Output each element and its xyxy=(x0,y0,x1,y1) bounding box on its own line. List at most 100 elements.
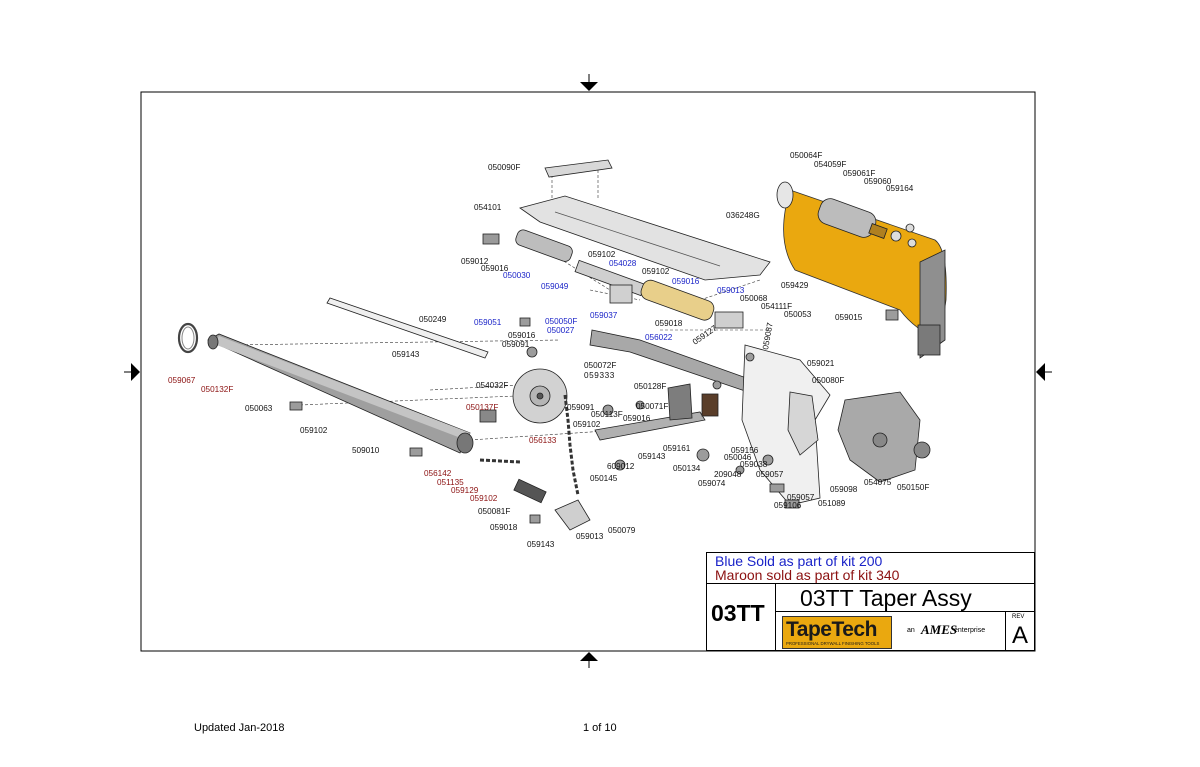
title-cell: 03TT Taper Assy xyxy=(775,583,1035,612)
drawing-id: 03TT xyxy=(711,600,765,626)
part-label: 059127 xyxy=(691,323,719,346)
part-label: 050081F xyxy=(478,507,510,516)
part-label: 059091 xyxy=(502,340,530,349)
part-label: 059098 xyxy=(830,485,858,494)
part-label: 059016 xyxy=(508,331,536,340)
part-label: 059021 xyxy=(807,359,835,368)
part-shaft-050030 xyxy=(515,229,573,262)
part-brass-roller xyxy=(640,279,715,321)
arrow-bottom-icon xyxy=(580,652,598,661)
part-label: 059049 xyxy=(541,282,569,291)
part-label: 050046 xyxy=(724,453,752,462)
part-label: 059429 xyxy=(781,281,809,290)
arrow-top-icon xyxy=(580,82,598,91)
alignment-arrows xyxy=(124,74,1052,668)
fasteners xyxy=(289,309,899,524)
rev-cell: REV A xyxy=(1005,611,1035,651)
part-label: 050030 xyxy=(503,271,531,280)
part-label: 059038 xyxy=(740,460,768,469)
drawing-frame xyxy=(140,91,1036,652)
part-label: 036248G xyxy=(726,211,760,220)
logo-text: TapeTech xyxy=(786,618,877,641)
part-chain-050145 xyxy=(563,394,580,496)
part-label: 059016 xyxy=(623,414,651,423)
part-label: 059013 xyxy=(717,286,745,295)
part-label: 209048 xyxy=(714,470,742,479)
part-label: 059061F xyxy=(843,169,875,178)
part-label: 059129 xyxy=(451,486,479,495)
part-label: 051135 xyxy=(437,478,464,487)
assembly-lines xyxy=(229,170,770,441)
part-label: 059087 xyxy=(761,321,775,350)
part-label: 059016 xyxy=(672,277,700,286)
logo-an: an xyxy=(907,627,915,634)
part-label: 059057 xyxy=(787,493,815,502)
part-label: 050063 xyxy=(245,404,273,413)
part-label: 059018 xyxy=(655,319,683,328)
part-label: 059051 xyxy=(474,318,502,327)
part-label: 050053 xyxy=(784,310,812,319)
arrow-right-icon xyxy=(1036,363,1045,381)
part-label: 054028 xyxy=(609,259,637,268)
part-label: 050072F xyxy=(584,361,616,370)
part-label: 050068 xyxy=(740,294,768,303)
part-block-050050F xyxy=(609,284,633,304)
part-label: 051089 xyxy=(818,499,846,508)
rev-label: REV xyxy=(1012,614,1025,620)
part-top-block xyxy=(544,159,613,178)
parts-illustration xyxy=(177,159,947,531)
part-label: 050079 xyxy=(608,526,636,535)
ames-logo: AMES xyxy=(921,622,958,637)
part-label: 054075 xyxy=(864,478,892,487)
part-label: 509010 xyxy=(352,446,380,455)
logo-tagline: PROFESSIONAL DRYWALL FINISHING TOOLS xyxy=(786,641,880,646)
part-label: 050113F xyxy=(591,410,623,419)
part-cap-050064F xyxy=(776,181,794,209)
part-label: 059067 xyxy=(168,376,196,385)
part-label: 059143 xyxy=(638,452,666,461)
part-label: 059161 xyxy=(663,444,691,453)
part-label: 050064F xyxy=(790,151,822,160)
logo-cell: TapeTech PROFESSIONAL DRYWALL FINISHING … xyxy=(775,611,1006,651)
note-maroon-kit: Maroon sold as part of kit 340 xyxy=(715,567,900,583)
part-label: 054111F xyxy=(761,302,792,311)
part-label: 059102 xyxy=(588,250,616,259)
part-label: 050150F xyxy=(897,483,929,492)
part-bracket-050079 xyxy=(554,499,591,531)
part-label: 059037 xyxy=(590,311,618,320)
part-label: 059143 xyxy=(527,540,555,549)
part-label: 059102 xyxy=(300,426,328,435)
part-top-plate xyxy=(519,195,771,281)
part-side-plate xyxy=(741,344,831,506)
part-label: 056142 xyxy=(424,469,452,478)
drawing-id-cell: 03TT xyxy=(706,583,776,651)
part-ring-059067 xyxy=(177,322,199,354)
part-label: 050132F xyxy=(201,385,233,394)
part-spring-059129 xyxy=(513,478,547,504)
footer-updated: Updated Jan-2018 xyxy=(194,722,285,734)
kit-notes: Blue Sold as part of kit 200 Maroon sold… xyxy=(706,552,1035,584)
part-label: 050137F xyxy=(466,403,498,412)
part-label: 059102 xyxy=(470,494,498,503)
part-label: 054059F xyxy=(814,160,846,169)
part-label: 054032F xyxy=(476,381,508,390)
part-label: 050128F xyxy=(634,382,666,391)
part-screw-059012 xyxy=(482,233,500,245)
footer-page-number: 1 of 10 xyxy=(583,722,617,734)
part-label: 059016 xyxy=(481,264,509,273)
part-label: 059102 xyxy=(573,420,601,429)
part-label: 056022 xyxy=(645,333,673,342)
part-label: 609012 xyxy=(607,462,635,471)
drawing-title: 03TT Taper Assy xyxy=(800,585,972,611)
part-label: 050071F xyxy=(636,402,668,411)
part-block-050071F xyxy=(667,383,693,421)
part-label: 059018 xyxy=(490,523,518,532)
part-label: 050080F xyxy=(812,376,844,385)
title-block: Blue Sold as part of kit 200 Maroon sold… xyxy=(706,552,1035,651)
part-label: 059012 xyxy=(461,257,489,266)
part-label: 050090F xyxy=(488,163,520,172)
part-label: 059102 xyxy=(642,267,670,276)
part-label: 054101 xyxy=(474,203,502,212)
part-label: 059333 xyxy=(584,371,615,380)
part-label: 059015 xyxy=(835,313,863,322)
